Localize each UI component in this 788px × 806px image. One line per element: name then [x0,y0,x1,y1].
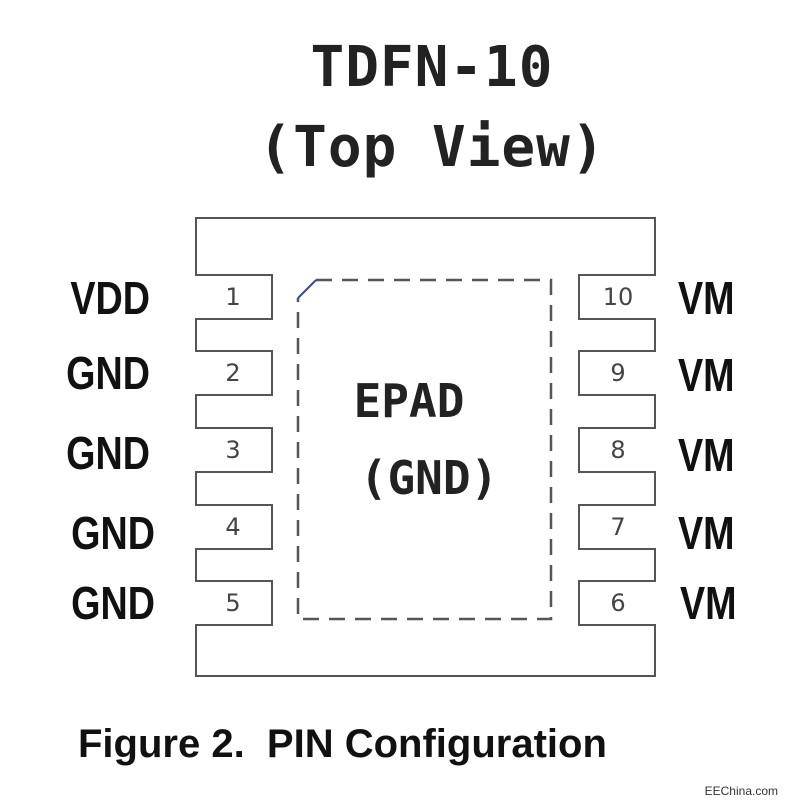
pin-10-pad: 10 [578,274,656,320]
epad-outline [296,278,553,621]
diagram-title: TDFN-10 [310,35,554,100]
watermark: EEChina.com [704,784,778,798]
pin-6-label: VM [680,577,737,629]
pin-9-label: VM [678,349,735,401]
pin-3-pad: 3 [195,427,273,473]
pin-3-label: GND [66,427,150,479]
pin1-chamfer-marker [297,279,317,299]
pin-8-label: VM [678,429,735,481]
figure-caption: Figure 2. PIN Configuration [78,722,607,766]
pin-4-pad: 4 [195,504,273,550]
pin-7-label: VM [678,507,735,559]
diagram-subtitle: (Top View) [258,115,606,180]
pin-1-label: VDD [70,272,150,324]
pin-7-pad: 7 [578,504,656,550]
epad-sublabel: (GND) [359,451,499,505]
pin-6-pad: 6 [578,580,656,626]
pin-1-pad: 1 [195,274,273,320]
pin-2-pad: 2 [195,350,273,396]
pin-10-label: VM [678,272,735,324]
pin-5-pad: 5 [195,580,273,626]
epad-label: EPAD [353,374,465,428]
pin-8-pad: 8 [578,427,656,473]
pin-9-pad: 9 [578,350,656,396]
pin-2-label: GND [66,347,150,399]
pin-4-label: GND [71,507,155,559]
pin-5-label: GND [71,577,155,629]
